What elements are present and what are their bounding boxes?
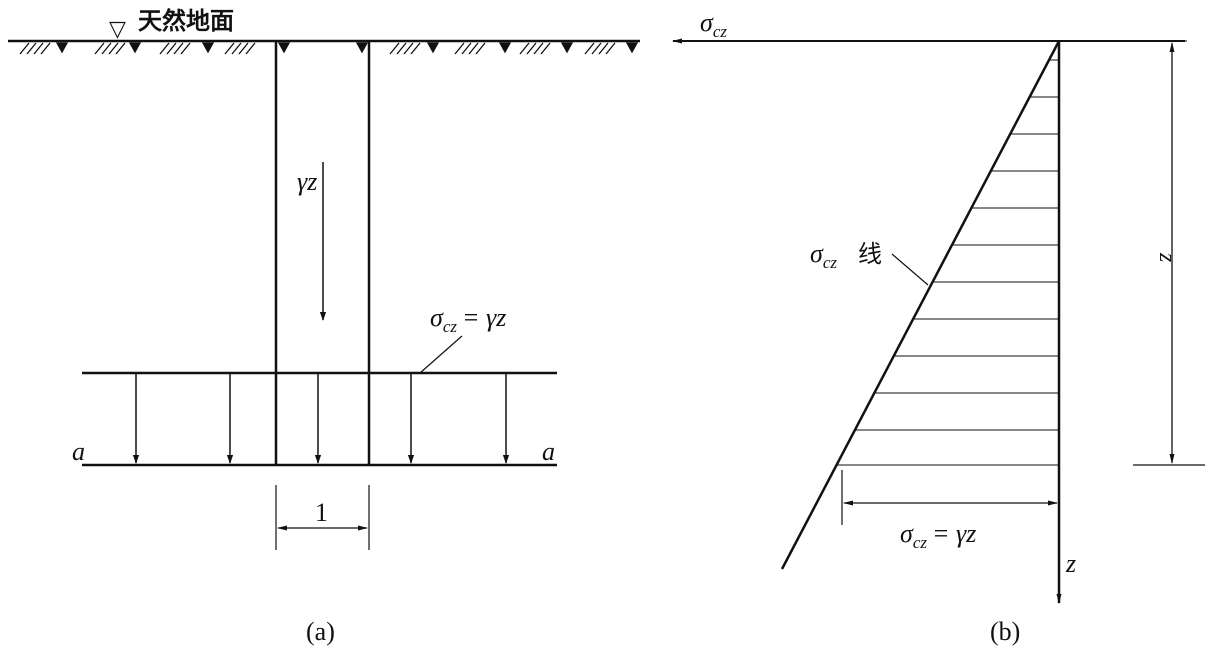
soil-tuft-mark [426, 42, 440, 54]
stress-distribution-line [780, 40, 1061, 570]
hatch-stroke [26, 42, 37, 55]
hatch-stroke [40, 42, 51, 55]
stress-line-label-text: 线 [858, 240, 882, 268]
panel-b: σcz z σcz 线 σcz= γz z (b) [672, 8, 1205, 646]
hatch-stroke [461, 42, 472, 55]
soil-tuft-mark [625, 42, 639, 54]
hatch-stroke [224, 42, 235, 55]
soil-tuft-mark [277, 42, 291, 54]
hatch-stroke [159, 42, 170, 55]
hatch-stroke [108, 42, 119, 55]
stress-line-label: σcz [810, 239, 837, 272]
hatch-stroke [101, 42, 112, 55]
soil-tuft-mark [55, 42, 69, 54]
stress-equation-label: σcz= γz [430, 303, 506, 336]
stress-area-hatching [836, 59, 1059, 466]
depth-axis-label: z [1065, 549, 1076, 578]
hatch-stroke [245, 42, 256, 55]
caption-b: (b) [990, 617, 1020, 646]
hatch-stroke [605, 42, 616, 55]
soil-tuft-mark [128, 42, 142, 54]
hatch-stroke [519, 42, 530, 55]
hatch-stroke [410, 42, 421, 55]
hatch-stroke [403, 42, 414, 55]
ground-surface-label: 天然地面 [138, 7, 234, 35]
hatch-stroke [598, 42, 609, 55]
plane-label-left: a [72, 437, 85, 466]
hatch-stroke [115, 42, 126, 55]
stress-label-leader [419, 335, 463, 374]
panel-a: ▽ 天然地面 γz σcz= γz a a 1 (a) [8, 7, 640, 646]
hatch-stroke [584, 42, 595, 55]
hatch-stroke [94, 42, 105, 55]
hatch-stroke [33, 42, 44, 55]
self-weight-label: γz [297, 167, 317, 196]
width-label: 1 [315, 498, 328, 527]
soil-tuft-mark [355, 42, 369, 54]
soil-tuft-mark [560, 42, 574, 54]
hatch-stroke [475, 42, 486, 55]
soil-tuft-mark [201, 42, 215, 54]
hatch-stroke [526, 42, 537, 55]
hatch-stroke [238, 42, 249, 55]
ground-level-marker-icon: ▽ [109, 17, 126, 42]
ground-hatching [19, 42, 639, 55]
soil-tuft-mark [498, 42, 512, 54]
stress-value-label: σcz= γz [900, 519, 976, 552]
stress-line-leader [891, 253, 929, 286]
hatch-stroke [166, 42, 177, 55]
hatch-stroke [396, 42, 407, 55]
caption-a: (a) [306, 617, 335, 646]
depth-dimension-label: z [1154, 252, 1180, 263]
hatch-stroke [540, 42, 551, 55]
hatch-stroke [173, 42, 184, 55]
hatch-stroke [19, 42, 30, 55]
hatch-stroke [454, 42, 465, 55]
plane-label-right: a [542, 437, 555, 466]
hatch-stroke [389, 42, 400, 55]
hatch-stroke [591, 42, 602, 55]
hatch-stroke [533, 42, 544, 55]
stress-axis-label-symbol: σcz [700, 8, 727, 41]
hatch-stroke [231, 42, 242, 55]
hatch-stroke [180, 42, 191, 55]
hatch-stroke [468, 42, 479, 55]
